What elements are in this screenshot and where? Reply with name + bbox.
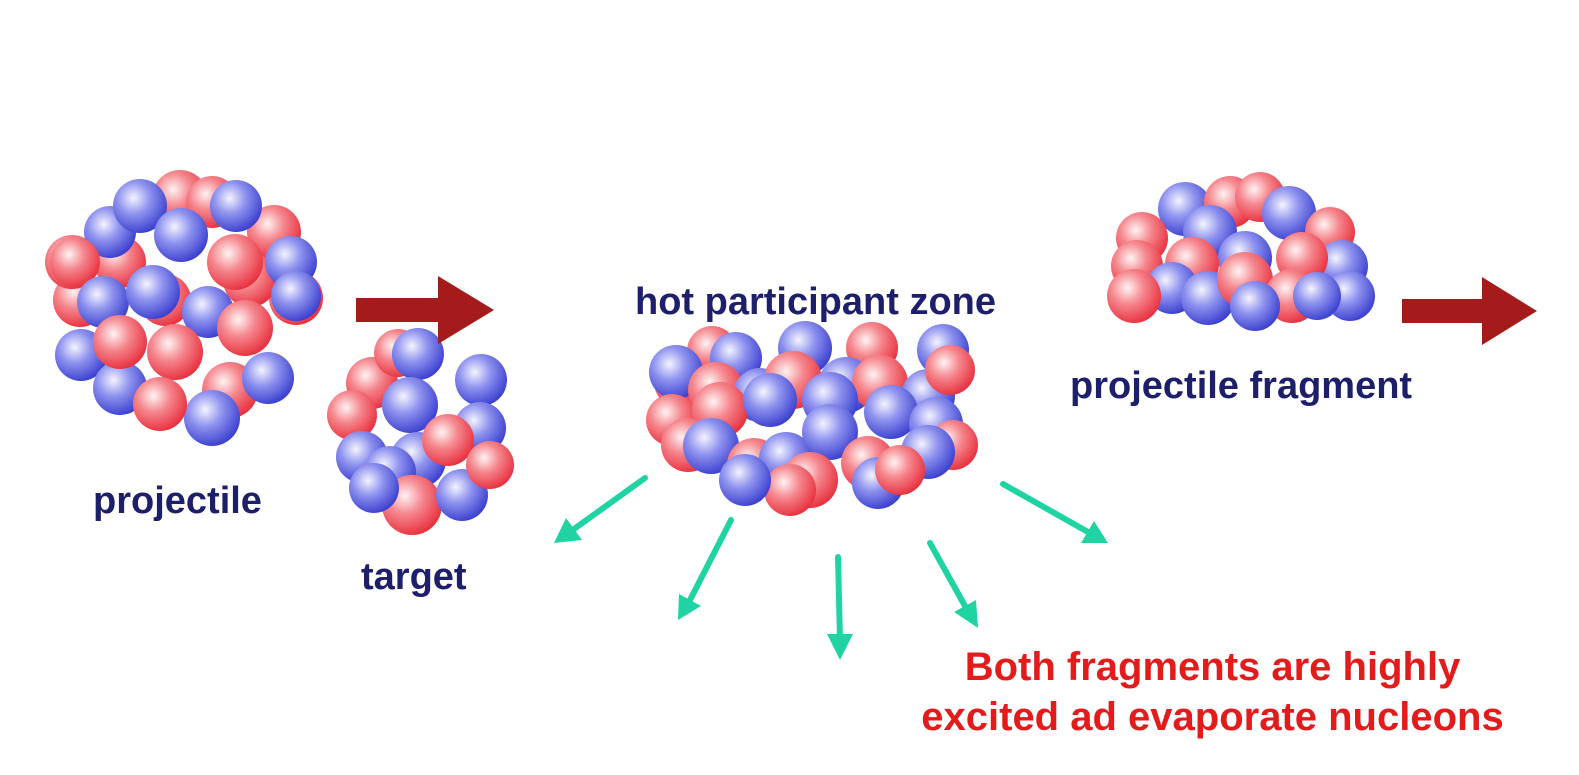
nucleon-emission-arrow-icon bbox=[571, 475, 648, 532]
hot-zone-label: hot participant zone bbox=[635, 281, 996, 323]
arrowhead-icon bbox=[554, 518, 582, 543]
proton-sphere-icon bbox=[133, 377, 187, 431]
proton-sphere-icon bbox=[764, 464, 816, 516]
neutron-sphere-icon bbox=[743, 373, 797, 427]
neutron-sphere-icon bbox=[392, 328, 444, 380]
projectile-nucleus bbox=[45, 170, 323, 446]
neutron-sphere-icon bbox=[719, 454, 771, 506]
proton-sphere-icon bbox=[466, 441, 514, 489]
target-label: target bbox=[361, 556, 467, 598]
fragment-motion-arrow-icon bbox=[1402, 277, 1537, 345]
arrowhead-icon bbox=[827, 634, 853, 660]
neutron-sphere-icon bbox=[1262, 186, 1316, 240]
proton-sphere-icon bbox=[327, 390, 377, 440]
proton-sphere-icon bbox=[50, 237, 100, 287]
neutron-sphere-icon bbox=[1325, 271, 1375, 321]
proton-sphere-icon bbox=[217, 300, 273, 356]
neutron-sphere-icon bbox=[126, 265, 180, 319]
neutron-sphere-icon bbox=[271, 271, 321, 321]
arrowhead-icon bbox=[954, 600, 978, 628]
note-line-2: excited ad evaporate nucleons bbox=[921, 695, 1504, 739]
neutron-sphere-icon bbox=[210, 180, 262, 232]
proton-sphere-icon bbox=[875, 445, 925, 495]
neutron-sphere-icon bbox=[382, 377, 438, 433]
hot-zone-cluster bbox=[646, 321, 978, 516]
proton-sphere-icon bbox=[1107, 269, 1161, 323]
nucleon-emission-arrow-icon bbox=[927, 540, 968, 609]
nucleon-emission-arrow-icon bbox=[687, 517, 734, 603]
neutron-sphere-icon bbox=[154, 208, 208, 262]
projectile-fragment-label: projectile fragment bbox=[1070, 365, 1413, 407]
neutron-sphere-icon bbox=[802, 404, 858, 460]
projectile-motion-arrow-icon bbox=[356, 276, 494, 344]
nucleon-emission-arrow-icon bbox=[835, 554, 843, 643]
nucleon-emission-arrow-icon bbox=[1000, 481, 1091, 535]
neutron-sphere-icon bbox=[683, 418, 739, 474]
projectile-label: projectile bbox=[93, 480, 262, 522]
neutron-sphere-icon bbox=[349, 463, 399, 513]
neutron-sphere-icon bbox=[113, 179, 167, 233]
proton-sphere-icon bbox=[925, 345, 975, 395]
proton-sphere-icon bbox=[207, 234, 263, 290]
neutron-sphere-icon bbox=[77, 276, 129, 328]
arrowhead-icon bbox=[1081, 521, 1108, 543]
arrowhead-icon bbox=[678, 594, 701, 620]
note-line-1: Both fragments are highly bbox=[964, 645, 1461, 689]
projectile-fragment-cluster bbox=[1107, 172, 1375, 331]
neutron-sphere-icon bbox=[1293, 272, 1341, 320]
neutron-sphere-icon bbox=[455, 354, 507, 406]
evaporation-note: Both fragments are highly excited ad eva… bbox=[880, 642, 1545, 742]
target-nucleus bbox=[327, 328, 514, 535]
proton-sphere-icon bbox=[422, 414, 474, 466]
proton-sphere-icon bbox=[147, 324, 203, 380]
neutron-sphere-icon bbox=[242, 352, 294, 404]
neutron-sphere-icon bbox=[1230, 281, 1280, 331]
neutron-sphere-icon bbox=[864, 385, 918, 439]
neutron-sphere-icon bbox=[184, 390, 240, 446]
proton-sphere-icon bbox=[93, 315, 147, 369]
